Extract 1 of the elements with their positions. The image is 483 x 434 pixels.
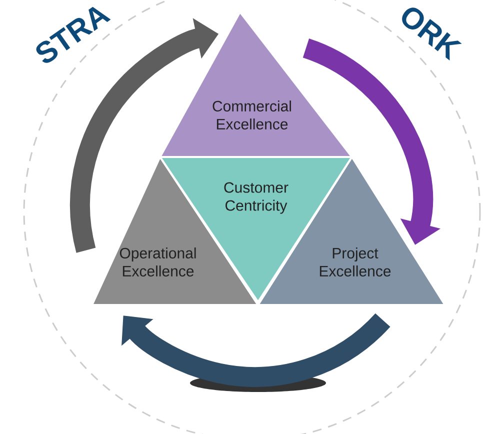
curved-arrow	[122, 313, 390, 387]
